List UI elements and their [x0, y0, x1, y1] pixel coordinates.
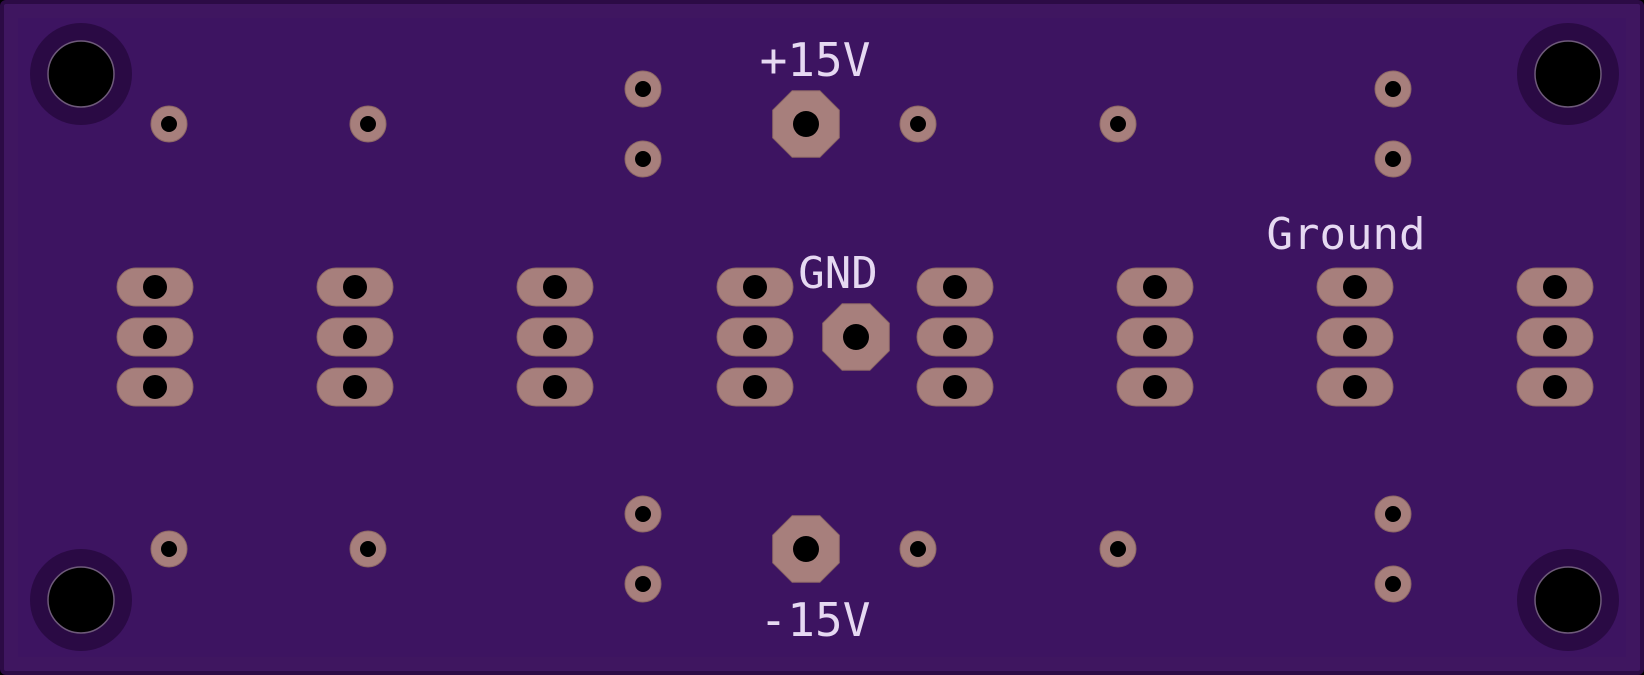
- header-drill: [143, 375, 167, 399]
- small-hole-drill: [1385, 576, 1401, 592]
- small-hole-drill: [360, 116, 376, 132]
- small-through-hole: [624, 70, 662, 108]
- header-drill: [1143, 275, 1167, 299]
- small-through-hole: [1374, 70, 1412, 108]
- mounting-hole-drill: [47, 566, 115, 634]
- small-through-hole: [899, 530, 937, 568]
- small-through-hole: [1374, 495, 1412, 533]
- three-pin-header: [1516, 267, 1594, 407]
- header-drill: [143, 275, 167, 299]
- small-hole-drill: [910, 541, 926, 557]
- small-hole-drill: [635, 81, 651, 97]
- mounting-hole-drill: [1534, 566, 1602, 634]
- three-pin-header: [716, 267, 794, 407]
- mounting-hole: [30, 23, 132, 125]
- power-terminals: [772, 90, 890, 583]
- mounting-holes: [30, 23, 1619, 651]
- small-through-hole: [1374, 565, 1412, 603]
- mounting-hole: [1517, 23, 1619, 125]
- header-drill: [943, 325, 967, 349]
- header-drill: [343, 275, 367, 299]
- small-through-hole: [624, 565, 662, 603]
- header-drill: [543, 275, 567, 299]
- header-drill: [743, 275, 767, 299]
- small-through-hole: [1099, 530, 1137, 568]
- header-drill: [1543, 375, 1567, 399]
- small-hole-drill: [161, 541, 177, 557]
- terminal-minus15v: [772, 515, 840, 583]
- small-hole-drill: [635, 506, 651, 522]
- label-minus15v: -15V: [760, 593, 871, 647]
- three-pin-header: [1116, 267, 1194, 407]
- header-drill: [1143, 325, 1167, 349]
- terminal-gnd: [822, 303, 890, 371]
- small-through-hole: [349, 105, 387, 143]
- header-drill: [1343, 375, 1367, 399]
- small-hole-drill: [1385, 81, 1401, 97]
- header-drill: [343, 325, 367, 349]
- three-pin-header: [516, 267, 594, 407]
- small-through-hole: [624, 140, 662, 178]
- label-ground: Ground: [1267, 209, 1426, 260]
- small-through-hole: [349, 530, 387, 568]
- header-drill: [1343, 275, 1367, 299]
- small-through-hole: [1099, 105, 1137, 143]
- small-hole-drill: [1110, 116, 1126, 132]
- three-pin-header: [316, 267, 394, 407]
- header-drill: [143, 325, 167, 349]
- header-drill: [743, 375, 767, 399]
- label-plus15v: +15V: [760, 33, 871, 87]
- header-drill: [1543, 325, 1567, 349]
- header-drill: [543, 375, 567, 399]
- header-drill: [1543, 275, 1567, 299]
- small-through-hole: [624, 495, 662, 533]
- header-drill: [1143, 375, 1167, 399]
- small-through-hole: [899, 105, 937, 143]
- mounting-hole-drill: [1534, 40, 1602, 108]
- header-drill: [543, 325, 567, 349]
- small-through-holes: [150, 70, 1412, 603]
- small-hole-drill: [1385, 506, 1401, 522]
- header-drill: [943, 275, 967, 299]
- header-drill: [743, 325, 767, 349]
- three-pin-header: [116, 267, 194, 407]
- mounting-hole: [30, 549, 132, 651]
- mounting-hole-drill: [47, 40, 115, 108]
- terminal-drill: [843, 324, 869, 350]
- header-drill: [343, 375, 367, 399]
- three-pin-header: [1316, 267, 1394, 407]
- small-hole-drill: [360, 541, 376, 557]
- header-drill: [1343, 325, 1367, 349]
- small-hole-drill: [635, 576, 651, 592]
- small-hole-drill: [635, 151, 651, 167]
- mounting-hole: [1517, 549, 1619, 651]
- small-hole-drill: [161, 116, 177, 132]
- terminal-plus15v: [772, 90, 840, 158]
- three-pin-header: [916, 267, 994, 407]
- small-through-hole: [150, 105, 188, 143]
- small-hole-drill: [1110, 541, 1126, 557]
- small-through-hole: [150, 530, 188, 568]
- terminal-drill: [793, 536, 819, 562]
- terminal-drill: [793, 111, 819, 137]
- header-drill: [943, 375, 967, 399]
- label-gnd: GND: [798, 248, 877, 299]
- small-through-hole: [1374, 140, 1412, 178]
- three-pin-headers: [116, 267, 1594, 407]
- small-hole-drill: [1385, 151, 1401, 167]
- small-hole-drill: [910, 116, 926, 132]
